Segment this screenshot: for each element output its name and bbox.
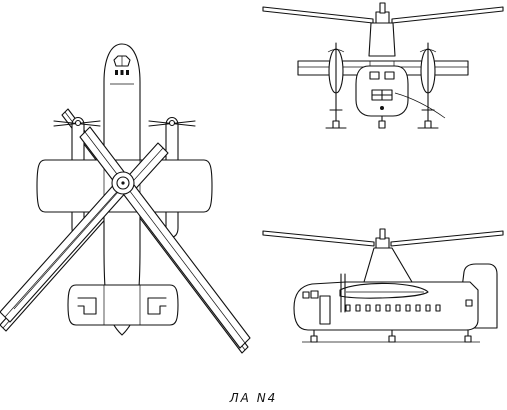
side-view xyxy=(262,228,504,343)
side-view-rotor-pylon xyxy=(363,247,413,283)
front-view-rotor xyxy=(262,2,504,25)
top-view-rotor-blade-sw xyxy=(0,179,129,323)
side-view-cabin-windows xyxy=(345,304,441,312)
top-view-rotor-hub xyxy=(111,171,135,195)
side-view-rotor xyxy=(262,228,504,249)
front-view-right-engine xyxy=(417,42,439,129)
side-view-engine-nacelle xyxy=(339,273,429,313)
side-view-door xyxy=(319,295,331,325)
front-view-rotor-arc xyxy=(394,92,446,119)
front-view-left-engine xyxy=(325,42,347,129)
side-view-cockpit-windows xyxy=(302,290,319,299)
top-view-cockpit-windows xyxy=(110,55,134,85)
top-view xyxy=(0,43,251,354)
front-view-fuselage xyxy=(355,65,409,129)
side-view-landing-gear xyxy=(302,329,480,343)
front-view-rotor-pylon xyxy=(368,22,396,57)
front-view xyxy=(262,2,504,129)
top-view-tail-plane xyxy=(67,284,179,326)
figure-caption: ЛА N4 xyxy=(229,391,278,405)
